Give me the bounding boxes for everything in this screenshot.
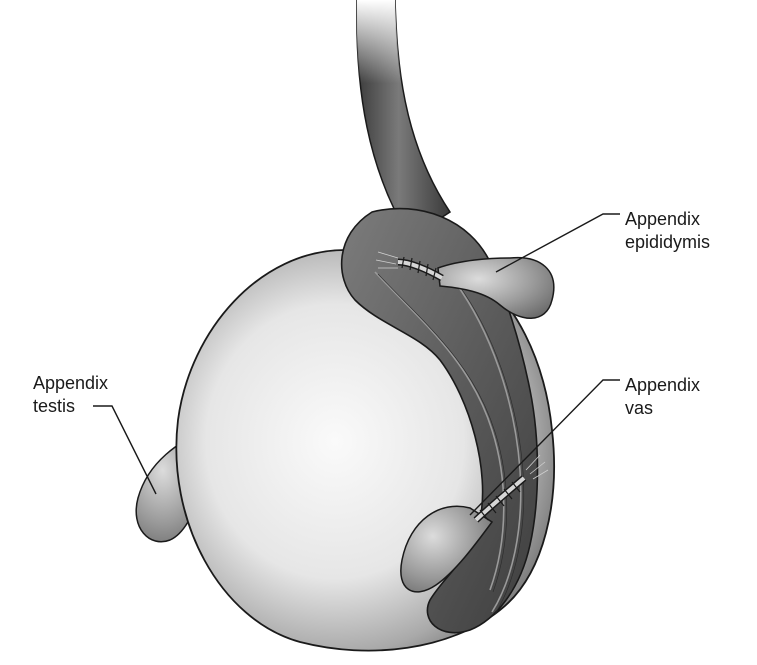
label-appendix-testis-line2: testis	[33, 396, 76, 416]
label-appendix-vas-line2: vas	[625, 398, 654, 418]
leader-line-testis	[93, 405, 157, 495]
label-appendix-testis: Appendix testis	[33, 372, 108, 418]
appendix-vas	[400, 454, 549, 593]
leader-lines	[93, 213, 620, 516]
label-appendix-epididymis-line1: Appendix	[625, 209, 701, 229]
label-appendix-vas-line1: Appendix	[625, 375, 701, 395]
appendix-epididymis	[375, 251, 555, 319]
label-appendix-epididymis: Appendix epididymis	[625, 208, 710, 254]
label-appendix-testis-line1: Appendix	[33, 373, 109, 393]
label-appendix-epididymis-line2: epididymis	[625, 232, 711, 252]
leader-line-epididymis	[495, 213, 620, 273]
label-appendix-vas: Appendix vas	[625, 374, 700, 420]
spermatic-cord	[356, 0, 452, 240]
leader-line-vas	[469, 379, 620, 516]
